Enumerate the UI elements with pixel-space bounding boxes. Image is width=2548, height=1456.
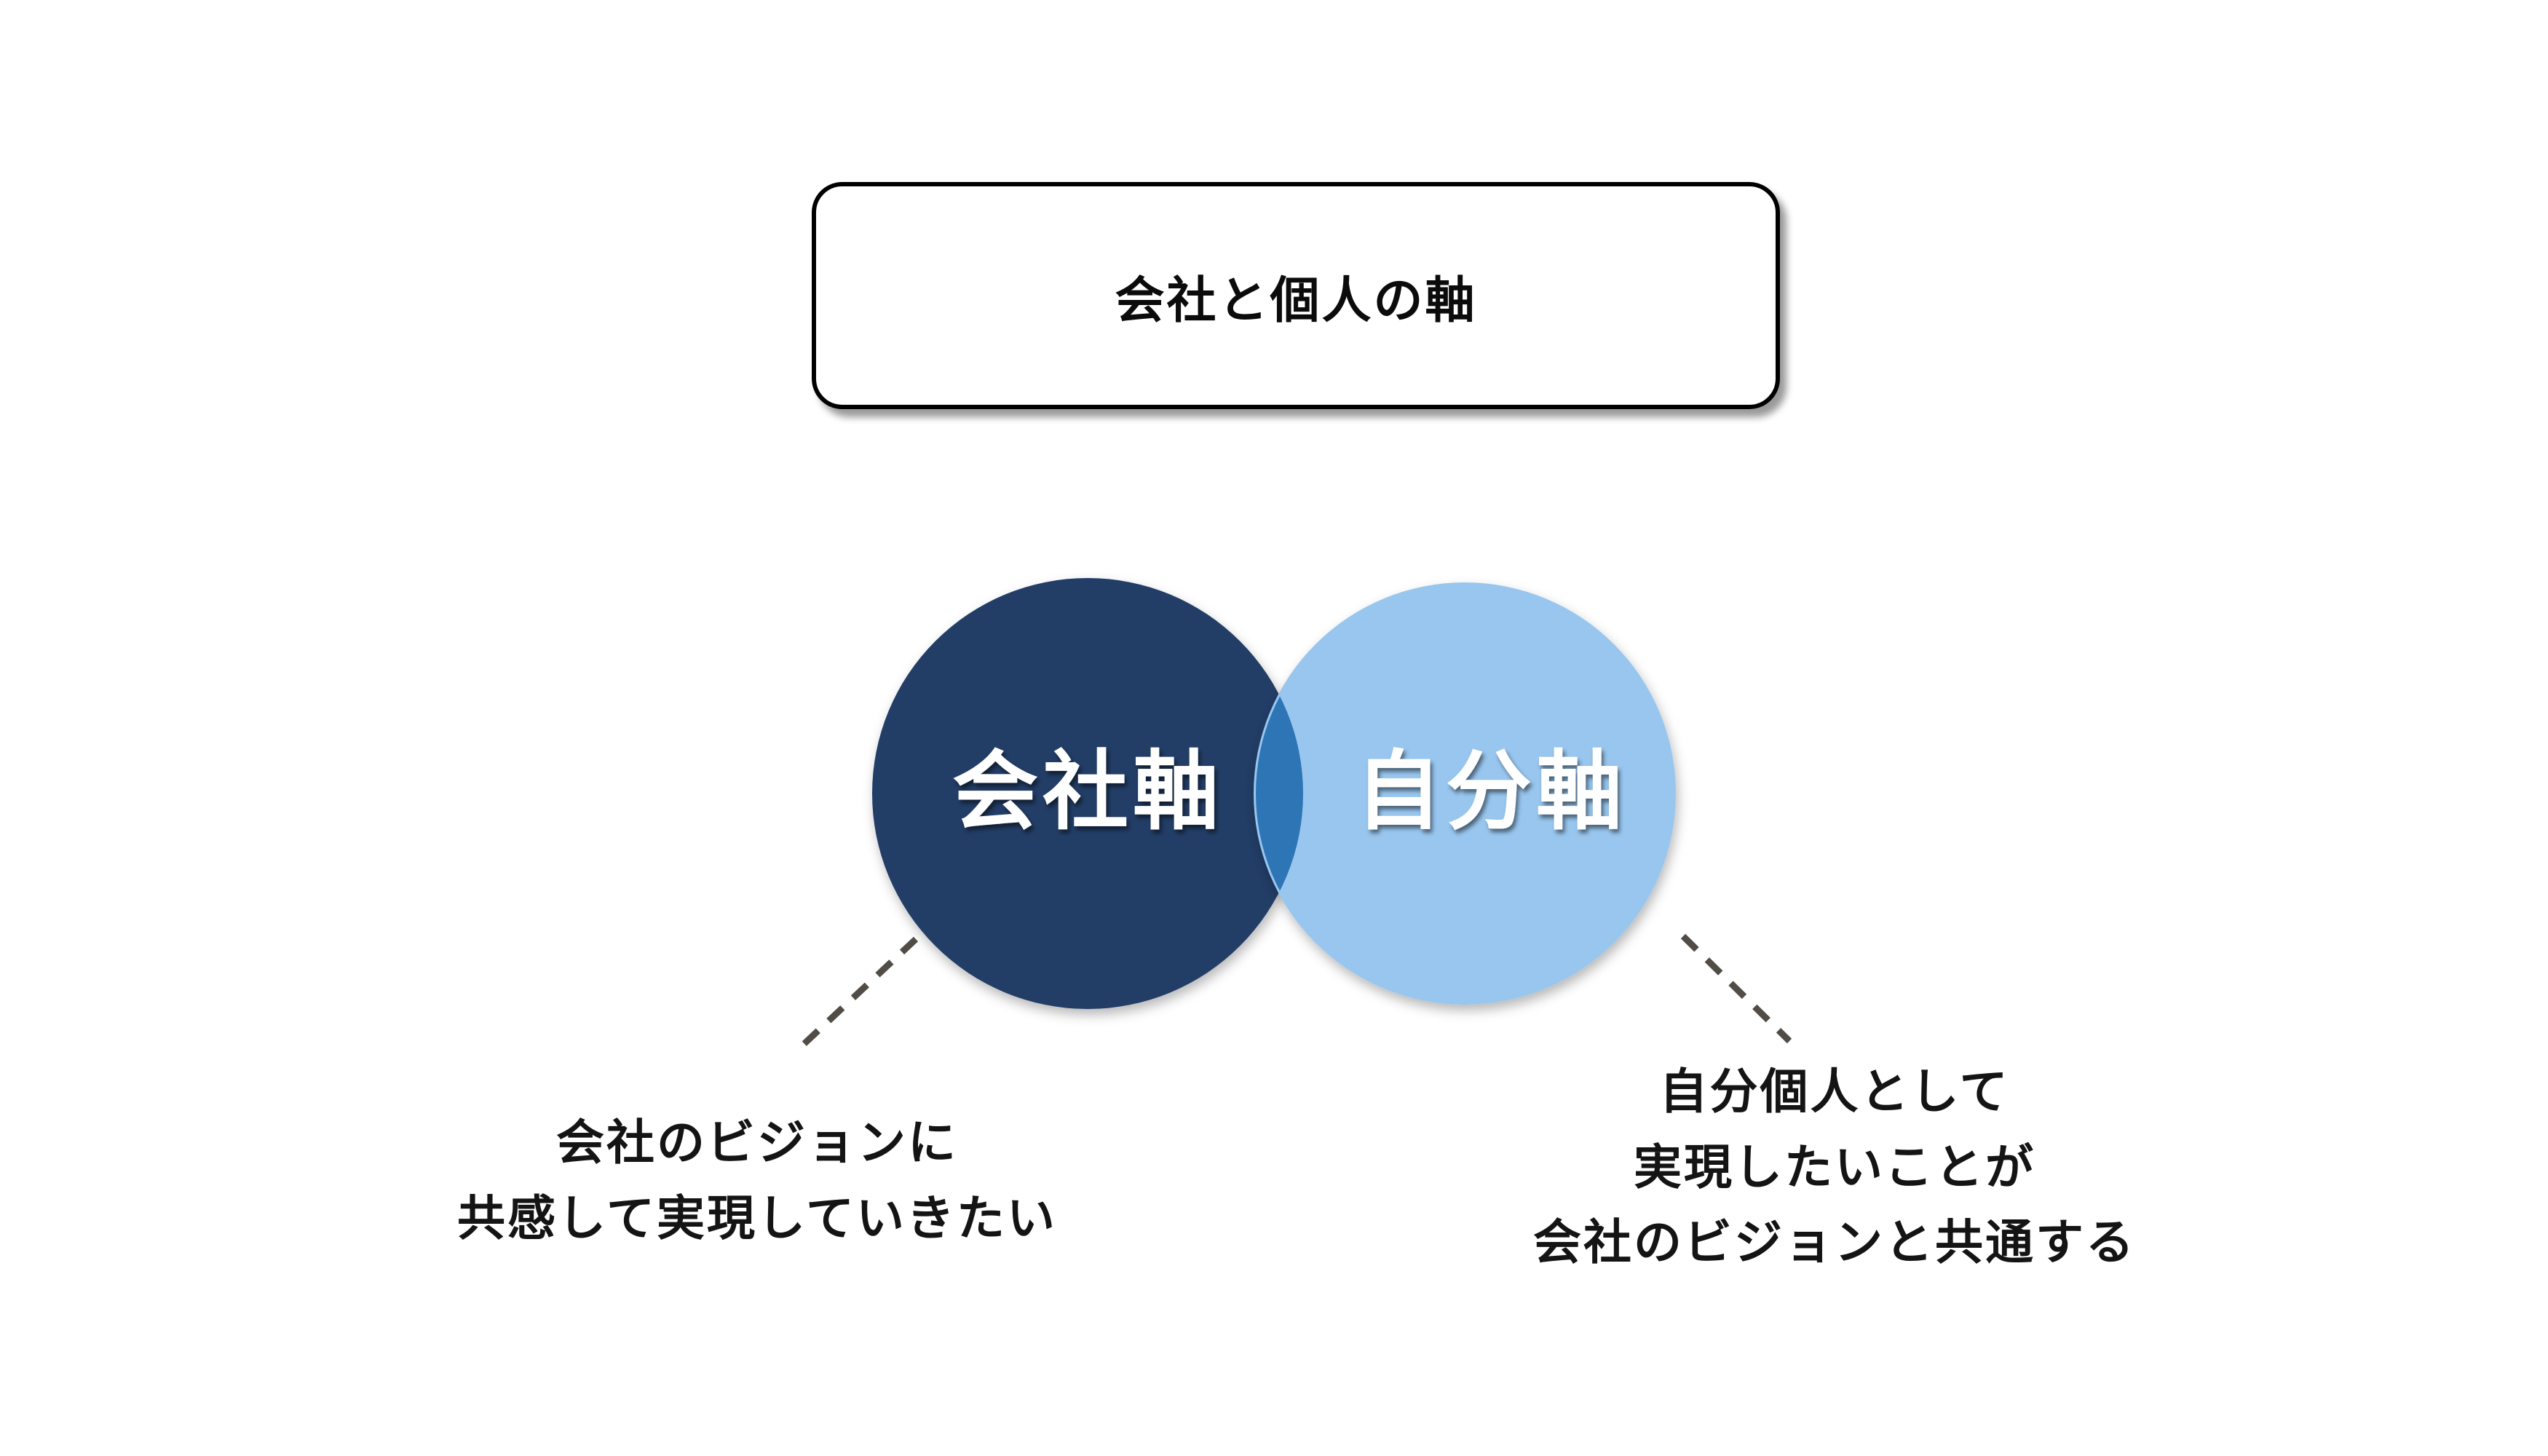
right-annotation: 自分個人として 実現したいことが 会社のビジョンと共通する — [1398, 1054, 2271, 1281]
company-circle — [872, 578, 1303, 1009]
right-annotation-line-1: 自分個人として — [1659, 1064, 2010, 1118]
left-connector-line — [796, 936, 919, 1051]
right-annotation-line-3: 会社のビジョンと共通する — [1533, 1215, 2136, 1270]
self-circle — [1254, 582, 1676, 1005]
page-title: 会社と個人の軸 — [1115, 272, 1477, 328]
right-annotation-line-2: 実現したいことが — [1634, 1139, 2035, 1194]
company-circle-label: 会社軸 — [952, 744, 1223, 840]
left-annotation: 会社のビジョンに 共感して実現していきたい — [320, 1105, 1194, 1256]
title-box: 会社と個人の軸 — [812, 182, 1780, 409]
left-annotation-line-1: 会社のビジョンに — [556, 1115, 958, 1169]
right-connector-line — [1680, 933, 1792, 1044]
self-circle-label: 自分軸 — [1356, 744, 1626, 840]
left-annotation-line-2: 共感して実現していきたい — [456, 1190, 1058, 1245]
